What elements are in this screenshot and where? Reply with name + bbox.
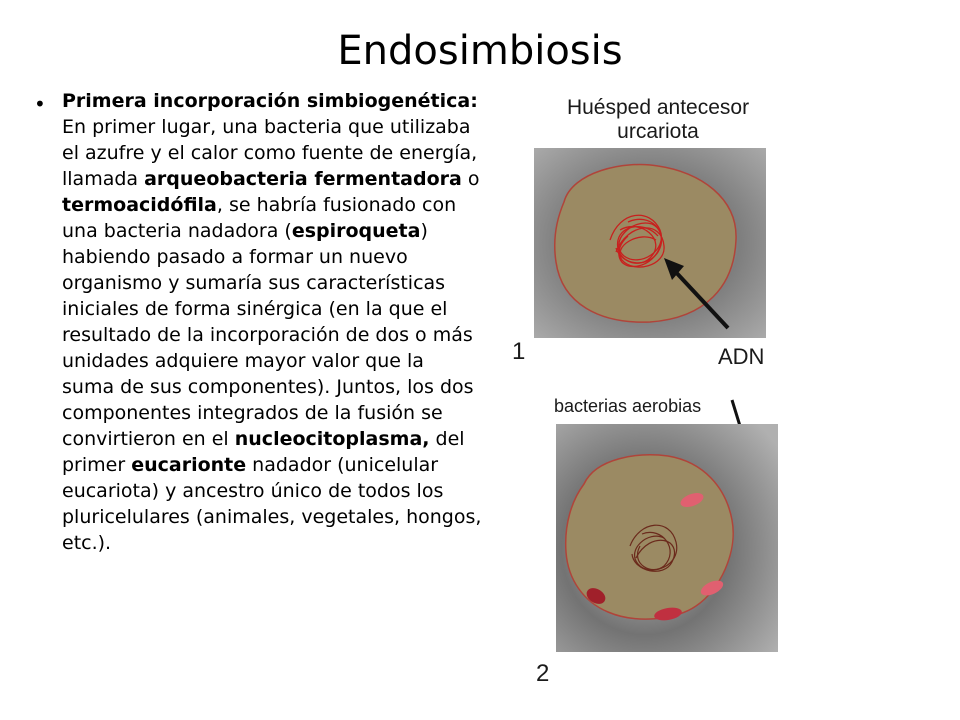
bacteria-label: bacterias aerobias (554, 396, 702, 416)
arrow-line (670, 266, 730, 330)
engulfed-bacterium (586, 588, 606, 604)
bold-term: Primera incorporación simbiogenética: (62, 90, 478, 112)
body-paragraph: Primera incorporación simbiogenética: En… (62, 88, 482, 556)
engulfed-bacterium (654, 607, 682, 621)
text-run: nadador (unicelular eucariota) y ancestr… (62, 454, 482, 554)
bold-term: termoacidófila (62, 194, 217, 216)
bold-term: arqueobacteria fermentadora (144, 168, 462, 190)
host-cell (553, 163, 737, 323)
host-label-line1: Huésped antecesor (566, 96, 750, 119)
text-run: , se habría fusionado con una bacteria n… (62, 194, 457, 242)
bold-term: espiroqueta (291, 220, 421, 242)
panel-number-1: 1 (512, 338, 526, 365)
host-label: Huésped antecesor urcariota (548, 96, 768, 144)
panel-number-2: 2 (536, 660, 550, 687)
figure-drawing (534, 148, 778, 652)
slide-title: Endosimbiosis (337, 28, 623, 74)
dna-tangle (609, 214, 665, 268)
engulfed-bacterium (700, 580, 724, 596)
text-run: ) habiendo pasado a formar un nuevo orga… (62, 220, 474, 450)
dna-label: ADN (718, 344, 765, 369)
text-run: del primer (62, 428, 465, 476)
arrow-head (664, 258, 684, 280)
text-run: En primer lugar, una bacteria que utiliz… (62, 116, 478, 190)
bold-term: eucarionte (131, 454, 247, 476)
bullet-marker: • (34, 92, 46, 116)
nucleus-tangle (629, 524, 678, 572)
text-run: o (461, 168, 480, 190)
host-label-line2: urcariota (617, 120, 699, 143)
bold-term: nucleocitoplasma, (234, 428, 430, 450)
engulfed-bacterium (680, 493, 704, 507)
endosymbiosis-figure: Huésped antecesor urcariota 1 ADN bacter… (500, 90, 790, 690)
